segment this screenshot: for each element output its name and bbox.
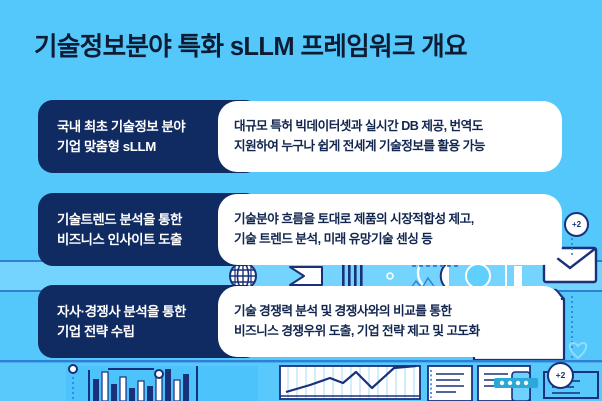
feature-description-text: 기술 경쟁력 분석 및 경쟁사와의 비교를 통한 비즈니스 경쟁우위 도출, 기… — [234, 303, 480, 338]
badge-plus-two-bottom[interactable]: +2 — [547, 362, 574, 389]
feature-description-text: 기술분야 흐름을 토대로 제품의 시장적합성 제고, 기술 트렌드 분석, 미래… — [234, 211, 474, 246]
feature-description-bubble: 대규모 특허 빅데이터셋과 실시간 DB 제공, 번역도 지원하여 누구나 쉽게… — [218, 101, 562, 172]
feature-description-text: 대규모 특허 빅데이터셋과 실시간 DB 제공, 번역도 지원하여 누구나 쉽게… — [234, 118, 485, 153]
feature-label-text: 국내 최초 기술정보 분야 기업 맞춤형 sLLM — [57, 119, 186, 154]
feature-row: 기술트렌드 분석을 통한 비즈니스 인사이트 도출 기술분야 흐름을 토대로 제… — [0, 193, 602, 266]
list-panel-a — [427, 365, 473, 401]
feature-row: 자사·경쟁사 분석을 통한 기업 전략 수립 기술 경쟁력 분석 및 경쟁사와의… — [0, 285, 602, 358]
feature-label-text: 기술트렌드 분석을 통한 비즈니스 인사이트 도출 — [57, 212, 182, 247]
page-title: 기술정보분야 특화 sLLM 프레임워크 개요 — [34, 33, 468, 61]
feature-label-text: 자사·경쟁사 분석을 통한 기업 전략 수립 — [57, 304, 186, 339]
dots-bar — [494, 378, 538, 388]
cursor-shape — [289, 266, 323, 286]
line-chart-icon — [279, 364, 421, 400]
feature-row: 국내 최초 기술정보 분야 기업 맞춤형 sLLM 대규모 특허 빅데이터셋과 … — [0, 100, 602, 173]
list-panel-b — [477, 365, 531, 401]
stripes-shape — [342, 265, 363, 287]
badge-plus-two-top[interactable]: +2 — [564, 212, 589, 237]
feature-description-bubble: 기술분야 흐름을 토대로 제품의 시장적합성 제고, 기술 트렌드 분석, 미래… — [218, 194, 562, 265]
badge-plus-two-bottom-label: +2 — [555, 370, 566, 381]
badge-plus-two-top-label: +2 — [571, 219, 582, 229]
feature-description-bubble: 기술 경쟁력 분석 및 경쟁사와의 비교를 통한 비즈니스 경쟁우위 도출, 기… — [218, 286, 562, 357]
bar-chart-icon — [66, 366, 258, 401]
